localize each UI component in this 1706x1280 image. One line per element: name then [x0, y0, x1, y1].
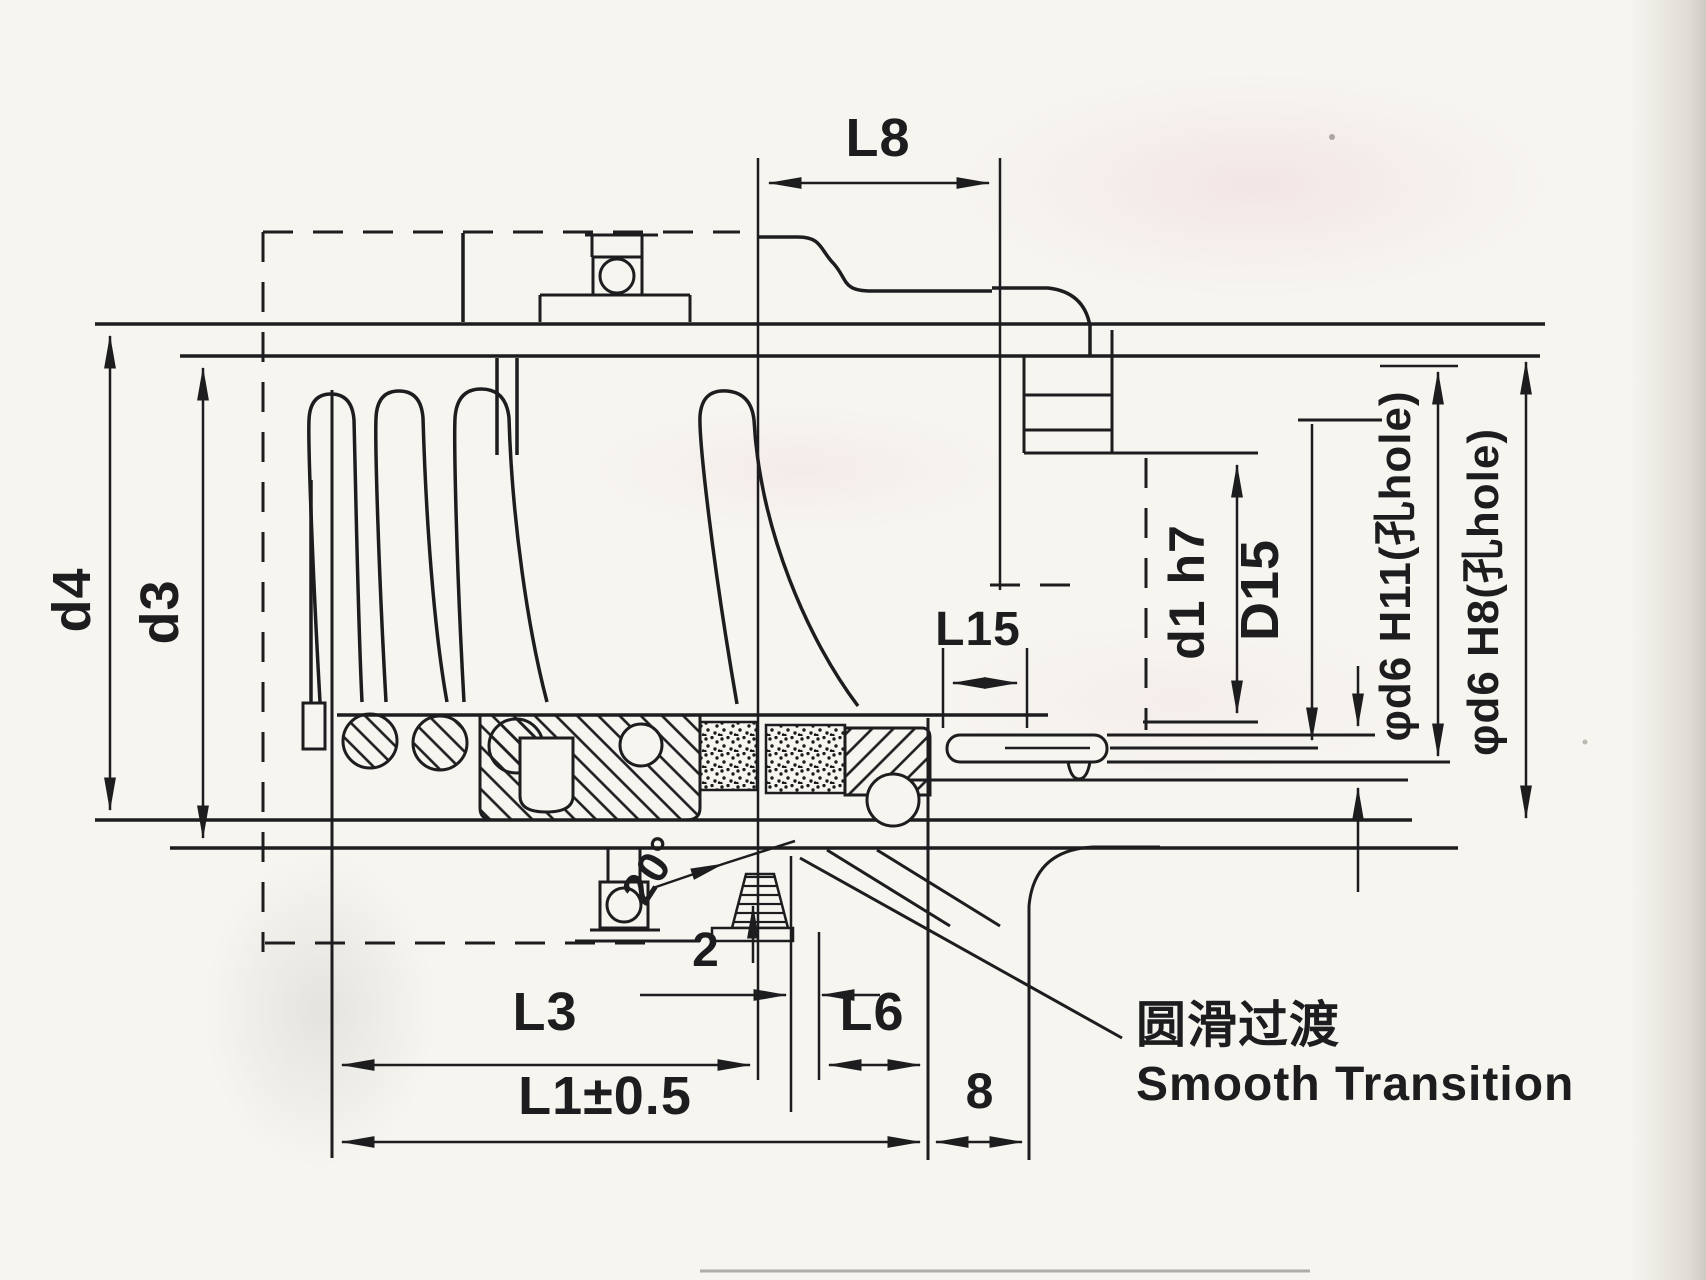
spring-wire-section	[411, 714, 469, 772]
o-ring-section	[865, 772, 921, 828]
sleeve-pin-band	[890, 733, 1450, 782]
callout-text-en: Smooth Transition	[1136, 1058, 1574, 1111]
dashed-envelope	[261, 230, 1148, 952]
label-l6: L6	[839, 982, 904, 1042]
drive-notch	[495, 358, 519, 455]
label-2: 2	[692, 924, 720, 977]
speck	[1582, 739, 1588, 745]
label-d15: D15	[1230, 539, 1290, 641]
label-l15: L15	[935, 603, 1021, 656]
pin-end-arc	[1066, 761, 1092, 781]
drive-collar	[301, 390, 334, 1158]
label-phi-d6-h11: φd6 H11(孔hole)	[1371, 390, 1420, 741]
label-phi-d6-h8: φd6 H8(孔hole)	[1459, 428, 1508, 756]
chamfer-funnel	[730, 872, 790, 930]
label-l3: L3	[512, 982, 577, 1042]
set-screw-bottom	[575, 848, 700, 943]
primary-ring-carbon	[698, 720, 759, 792]
callout-text-zh: 圆滑过渡	[1136, 997, 1340, 1053]
spring-coil	[698, 389, 860, 708]
seal-head	[478, 713, 759, 822]
mating-ring-assembly	[764, 718, 932, 1160]
spring-coil	[453, 387, 549, 703]
label-l8: L8	[845, 108, 910, 168]
lower-gland-curve	[1027, 845, 1160, 1160]
gland-flange-curve	[757, 235, 992, 293]
collar-key	[301, 701, 327, 751]
spring-coil	[307, 392, 364, 703]
chamfer-detail	[710, 856, 821, 1112]
lower-gland	[826, 845, 1160, 1160]
bellows-pocket	[518, 736, 575, 814]
dimension-lines	[104, 158, 1532, 1148]
label-l1: L1±0.5	[518, 1066, 692, 1126]
label-d4: d4	[42, 567, 102, 632]
scan-artifacts	[700, 134, 1588, 1273]
set-screw-top	[538, 233, 692, 322]
gland-corner-curve	[992, 286, 1092, 356]
label-d3: d3	[130, 579, 190, 644]
label-d1h7: d1 h7	[1159, 524, 1215, 660]
spring-wire-section	[341, 712, 399, 770]
pin-slot	[945, 733, 1109, 764]
retainer-hatched	[478, 713, 702, 822]
spring-coil	[374, 389, 449, 703]
gland-plate	[461, 233, 1092, 455]
callout-leader	[799, 856, 1123, 1040]
o-ring-section	[618, 722, 664, 768]
dim-angle-20	[652, 839, 796, 890]
smooth-transition-callout: 圆滑过渡 Smooth Transition	[1136, 997, 1574, 1111]
seat-step-block	[1022, 330, 1382, 724]
mating-ring-carbon	[764, 723, 847, 795]
l15-extensions	[941, 648, 1029, 728]
label-8: 8	[966, 1063, 995, 1119]
speck	[1329, 134, 1335, 140]
housing-outline	[95, 322, 1545, 850]
